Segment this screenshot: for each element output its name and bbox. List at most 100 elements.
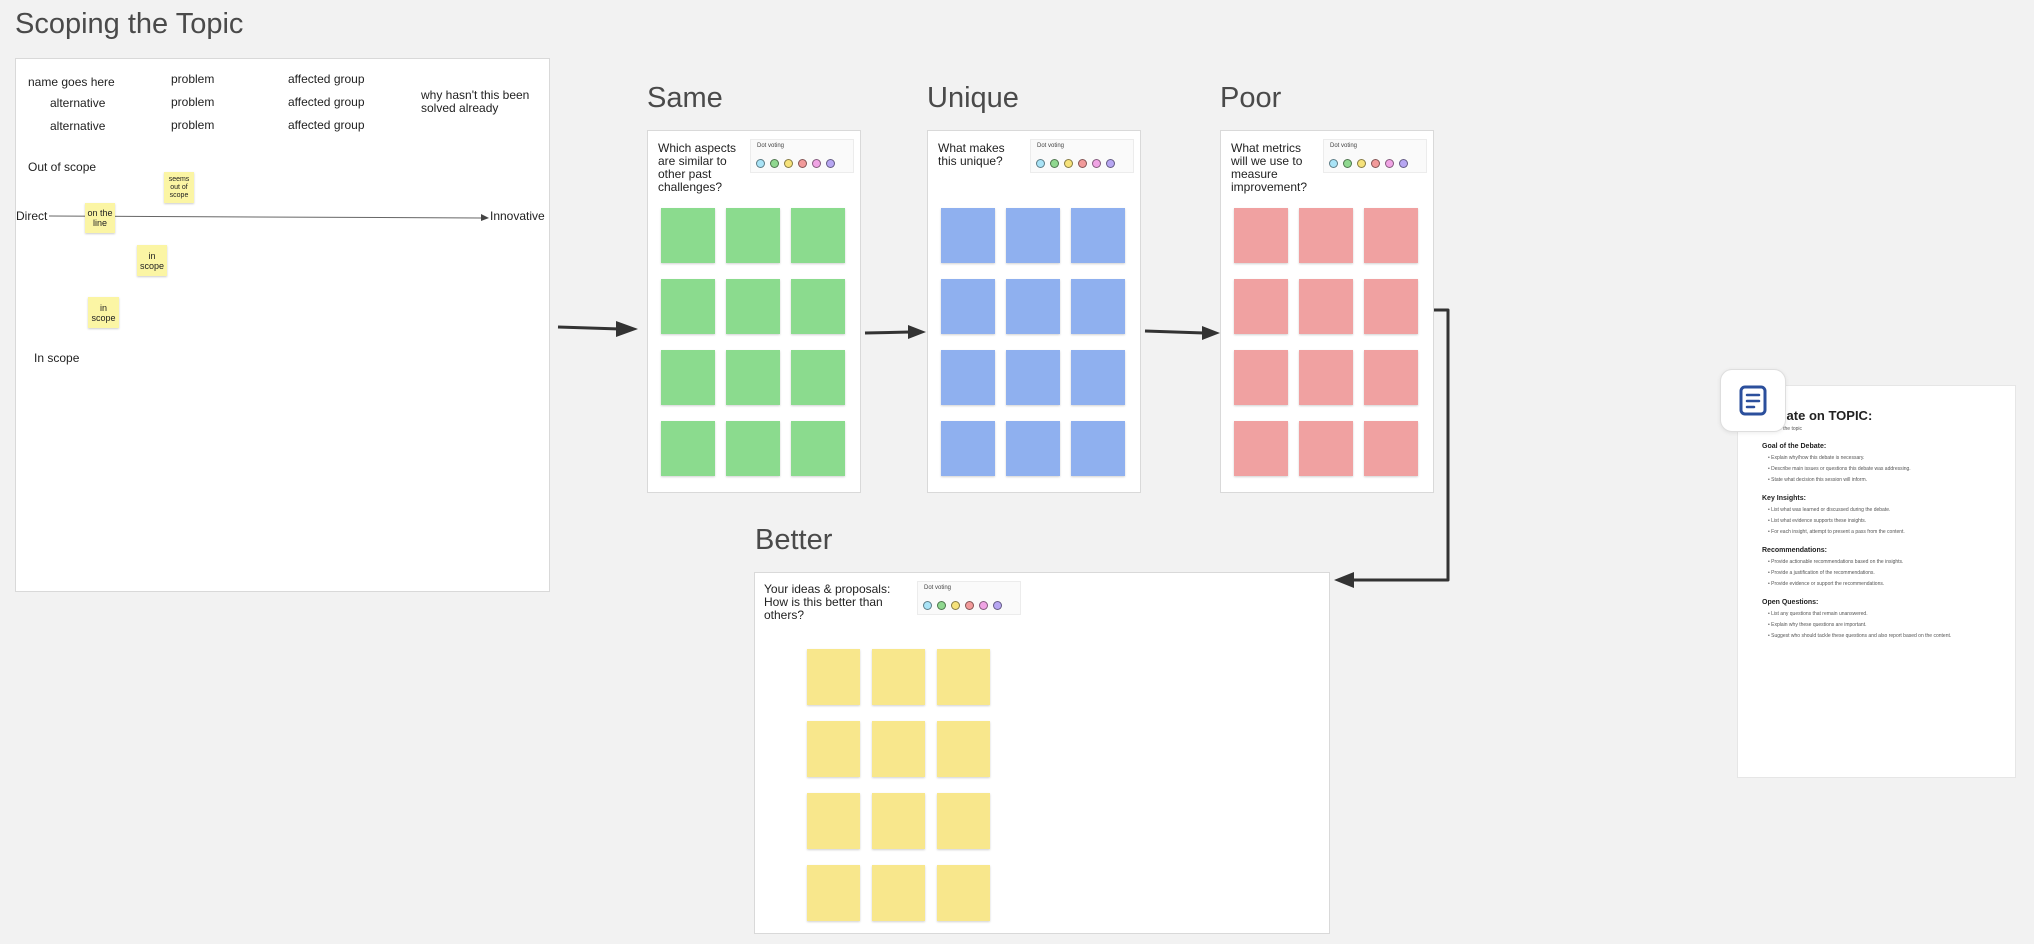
vote-dot[interactable] bbox=[1343, 159, 1352, 168]
vote-dot[interactable] bbox=[965, 601, 974, 610]
sticky-note[interactable] bbox=[1364, 350, 1418, 405]
sticky-note[interactable] bbox=[1234, 208, 1288, 263]
arrow-connector[interactable] bbox=[864, 322, 928, 344]
sticky-note[interactable] bbox=[1299, 279, 1353, 334]
sticky-note[interactable]: in scope bbox=[137, 245, 167, 276]
sticky-note[interactable] bbox=[1299, 350, 1353, 405]
doc-heading: Goal of the Debate: bbox=[1762, 443, 1827, 450]
sticky-note[interactable] bbox=[726, 421, 780, 476]
dot-voting-card[interactable]: Dot voting bbox=[1323, 139, 1427, 173]
sticky-note[interactable] bbox=[872, 793, 925, 849]
scoping-frame[interactable]: name goes here alternative alternative p… bbox=[15, 58, 550, 592]
vote-dot[interactable] bbox=[798, 159, 807, 168]
sticky-note[interactable] bbox=[807, 721, 860, 777]
vote-dot[interactable] bbox=[937, 601, 946, 610]
sticky-note[interactable] bbox=[872, 865, 925, 921]
sticky-note[interactable] bbox=[1234, 421, 1288, 476]
sticky-note[interactable] bbox=[937, 721, 990, 777]
sticky-note[interactable] bbox=[941, 350, 995, 405]
sticky-note[interactable] bbox=[937, 793, 990, 849]
sticky-note[interactable] bbox=[1071, 279, 1125, 334]
sticky-note[interactable] bbox=[1006, 279, 1060, 334]
sticky-note[interactable]: in scope bbox=[88, 297, 119, 328]
sticky-note[interactable] bbox=[661, 421, 715, 476]
sticky-note[interactable] bbox=[1006, 350, 1060, 405]
vote-dot[interactable] bbox=[1399, 159, 1408, 168]
elbow-arrow-connector[interactable] bbox=[1332, 302, 1456, 592]
doc-bullet: • Provide evidence or support the recomm… bbox=[1768, 581, 1885, 587]
sticky-note[interactable] bbox=[1364, 421, 1418, 476]
vote-dot[interactable] bbox=[1064, 159, 1073, 168]
vote-dot[interactable] bbox=[784, 159, 793, 168]
sticky-note[interactable] bbox=[1299, 421, 1353, 476]
sticky-note[interactable] bbox=[1006, 421, 1060, 476]
vote-dot[interactable] bbox=[812, 159, 821, 168]
dot-voting-card[interactable]: Dot voting bbox=[750, 139, 854, 173]
sticky-grid-yellow bbox=[807, 649, 990, 921]
sticky-note[interactable] bbox=[1364, 208, 1418, 263]
sticky-note[interactable] bbox=[1299, 208, 1353, 263]
sticky-note[interactable] bbox=[1071, 350, 1125, 405]
vote-dot[interactable] bbox=[1078, 159, 1087, 168]
sticky-note[interactable] bbox=[941, 208, 995, 263]
sticky-note[interactable] bbox=[791, 421, 845, 476]
in-scope-label: In scope bbox=[34, 351, 80, 365]
vote-dot[interactable] bbox=[993, 601, 1002, 610]
sticky-note[interactable] bbox=[807, 793, 860, 849]
sticky-note[interactable] bbox=[791, 350, 845, 405]
unique-frame[interactable]: What makes this unique? Dot voting bbox=[927, 130, 1141, 493]
sticky-note[interactable] bbox=[661, 208, 715, 263]
sticky-note[interactable] bbox=[937, 649, 990, 705]
dot-voting-card[interactable]: Dot voting bbox=[1030, 139, 1134, 173]
sticky-note[interactable]: seems out of scope bbox=[164, 172, 194, 203]
sticky-note[interactable] bbox=[1006, 208, 1060, 263]
arrow-connector[interactable] bbox=[1144, 322, 1222, 344]
debate-document[interactable]: Debate on TOPIC: Describe the topic Goal… bbox=[1737, 385, 2016, 778]
sticky-note[interactable] bbox=[1364, 279, 1418, 334]
sticky-note[interactable] bbox=[1234, 350, 1288, 405]
vote-dot[interactable] bbox=[756, 159, 765, 168]
axis-innovative-label: Innovative bbox=[490, 209, 545, 223]
sticky-note[interactable] bbox=[726, 208, 780, 263]
sticky-note[interactable] bbox=[726, 279, 780, 334]
vote-dot[interactable] bbox=[951, 601, 960, 610]
sticky-note[interactable] bbox=[791, 279, 845, 334]
sticky-note[interactable] bbox=[941, 421, 995, 476]
vote-dot[interactable] bbox=[1385, 159, 1394, 168]
vote-dot[interactable] bbox=[1329, 159, 1338, 168]
vote-dot[interactable] bbox=[923, 601, 932, 610]
problem-text: problem bbox=[171, 72, 215, 86]
document-icon[interactable] bbox=[1720, 369, 1786, 432]
sticky-note[interactable]: on the line bbox=[85, 203, 115, 233]
doc-bullet: • For each insight, attempt to present a… bbox=[1768, 529, 1905, 535]
sticky-note[interactable] bbox=[937, 865, 990, 921]
arrow-connector[interactable] bbox=[556, 315, 640, 339]
problem-text: problem bbox=[171, 95, 215, 109]
dot-voting-card[interactable]: Dot voting bbox=[917, 581, 1021, 615]
sticky-note[interactable] bbox=[791, 208, 845, 263]
sticky-note[interactable] bbox=[941, 279, 995, 334]
sticky-note[interactable] bbox=[872, 721, 925, 777]
sticky-note[interactable] bbox=[1071, 421, 1125, 476]
problem-text: problem bbox=[171, 118, 215, 132]
poor-frame[interactable]: What metrics will we use to measure impr… bbox=[1220, 130, 1434, 493]
vote-dot[interactable] bbox=[770, 159, 779, 168]
sticky-note[interactable] bbox=[661, 279, 715, 334]
vote-dot[interactable] bbox=[1357, 159, 1366, 168]
vote-dot[interactable] bbox=[1036, 159, 1045, 168]
vote-dot[interactable] bbox=[1092, 159, 1101, 168]
vote-dot[interactable] bbox=[979, 601, 988, 610]
better-frame[interactable]: Your ideas & proposals: How is this bett… bbox=[754, 572, 1330, 934]
sticky-note[interactable] bbox=[807, 649, 860, 705]
sticky-note[interactable] bbox=[807, 865, 860, 921]
vote-dot[interactable] bbox=[1050, 159, 1059, 168]
sticky-note[interactable] bbox=[1071, 208, 1125, 263]
sticky-note[interactable] bbox=[661, 350, 715, 405]
vote-dot[interactable] bbox=[1371, 159, 1380, 168]
sticky-note[interactable] bbox=[1234, 279, 1288, 334]
sticky-note[interactable] bbox=[872, 649, 925, 705]
vote-dot[interactable] bbox=[1106, 159, 1115, 168]
sticky-note[interactable] bbox=[726, 350, 780, 405]
same-frame[interactable]: Which aspects are similar to other past … bbox=[647, 130, 861, 493]
vote-dot[interactable] bbox=[826, 159, 835, 168]
